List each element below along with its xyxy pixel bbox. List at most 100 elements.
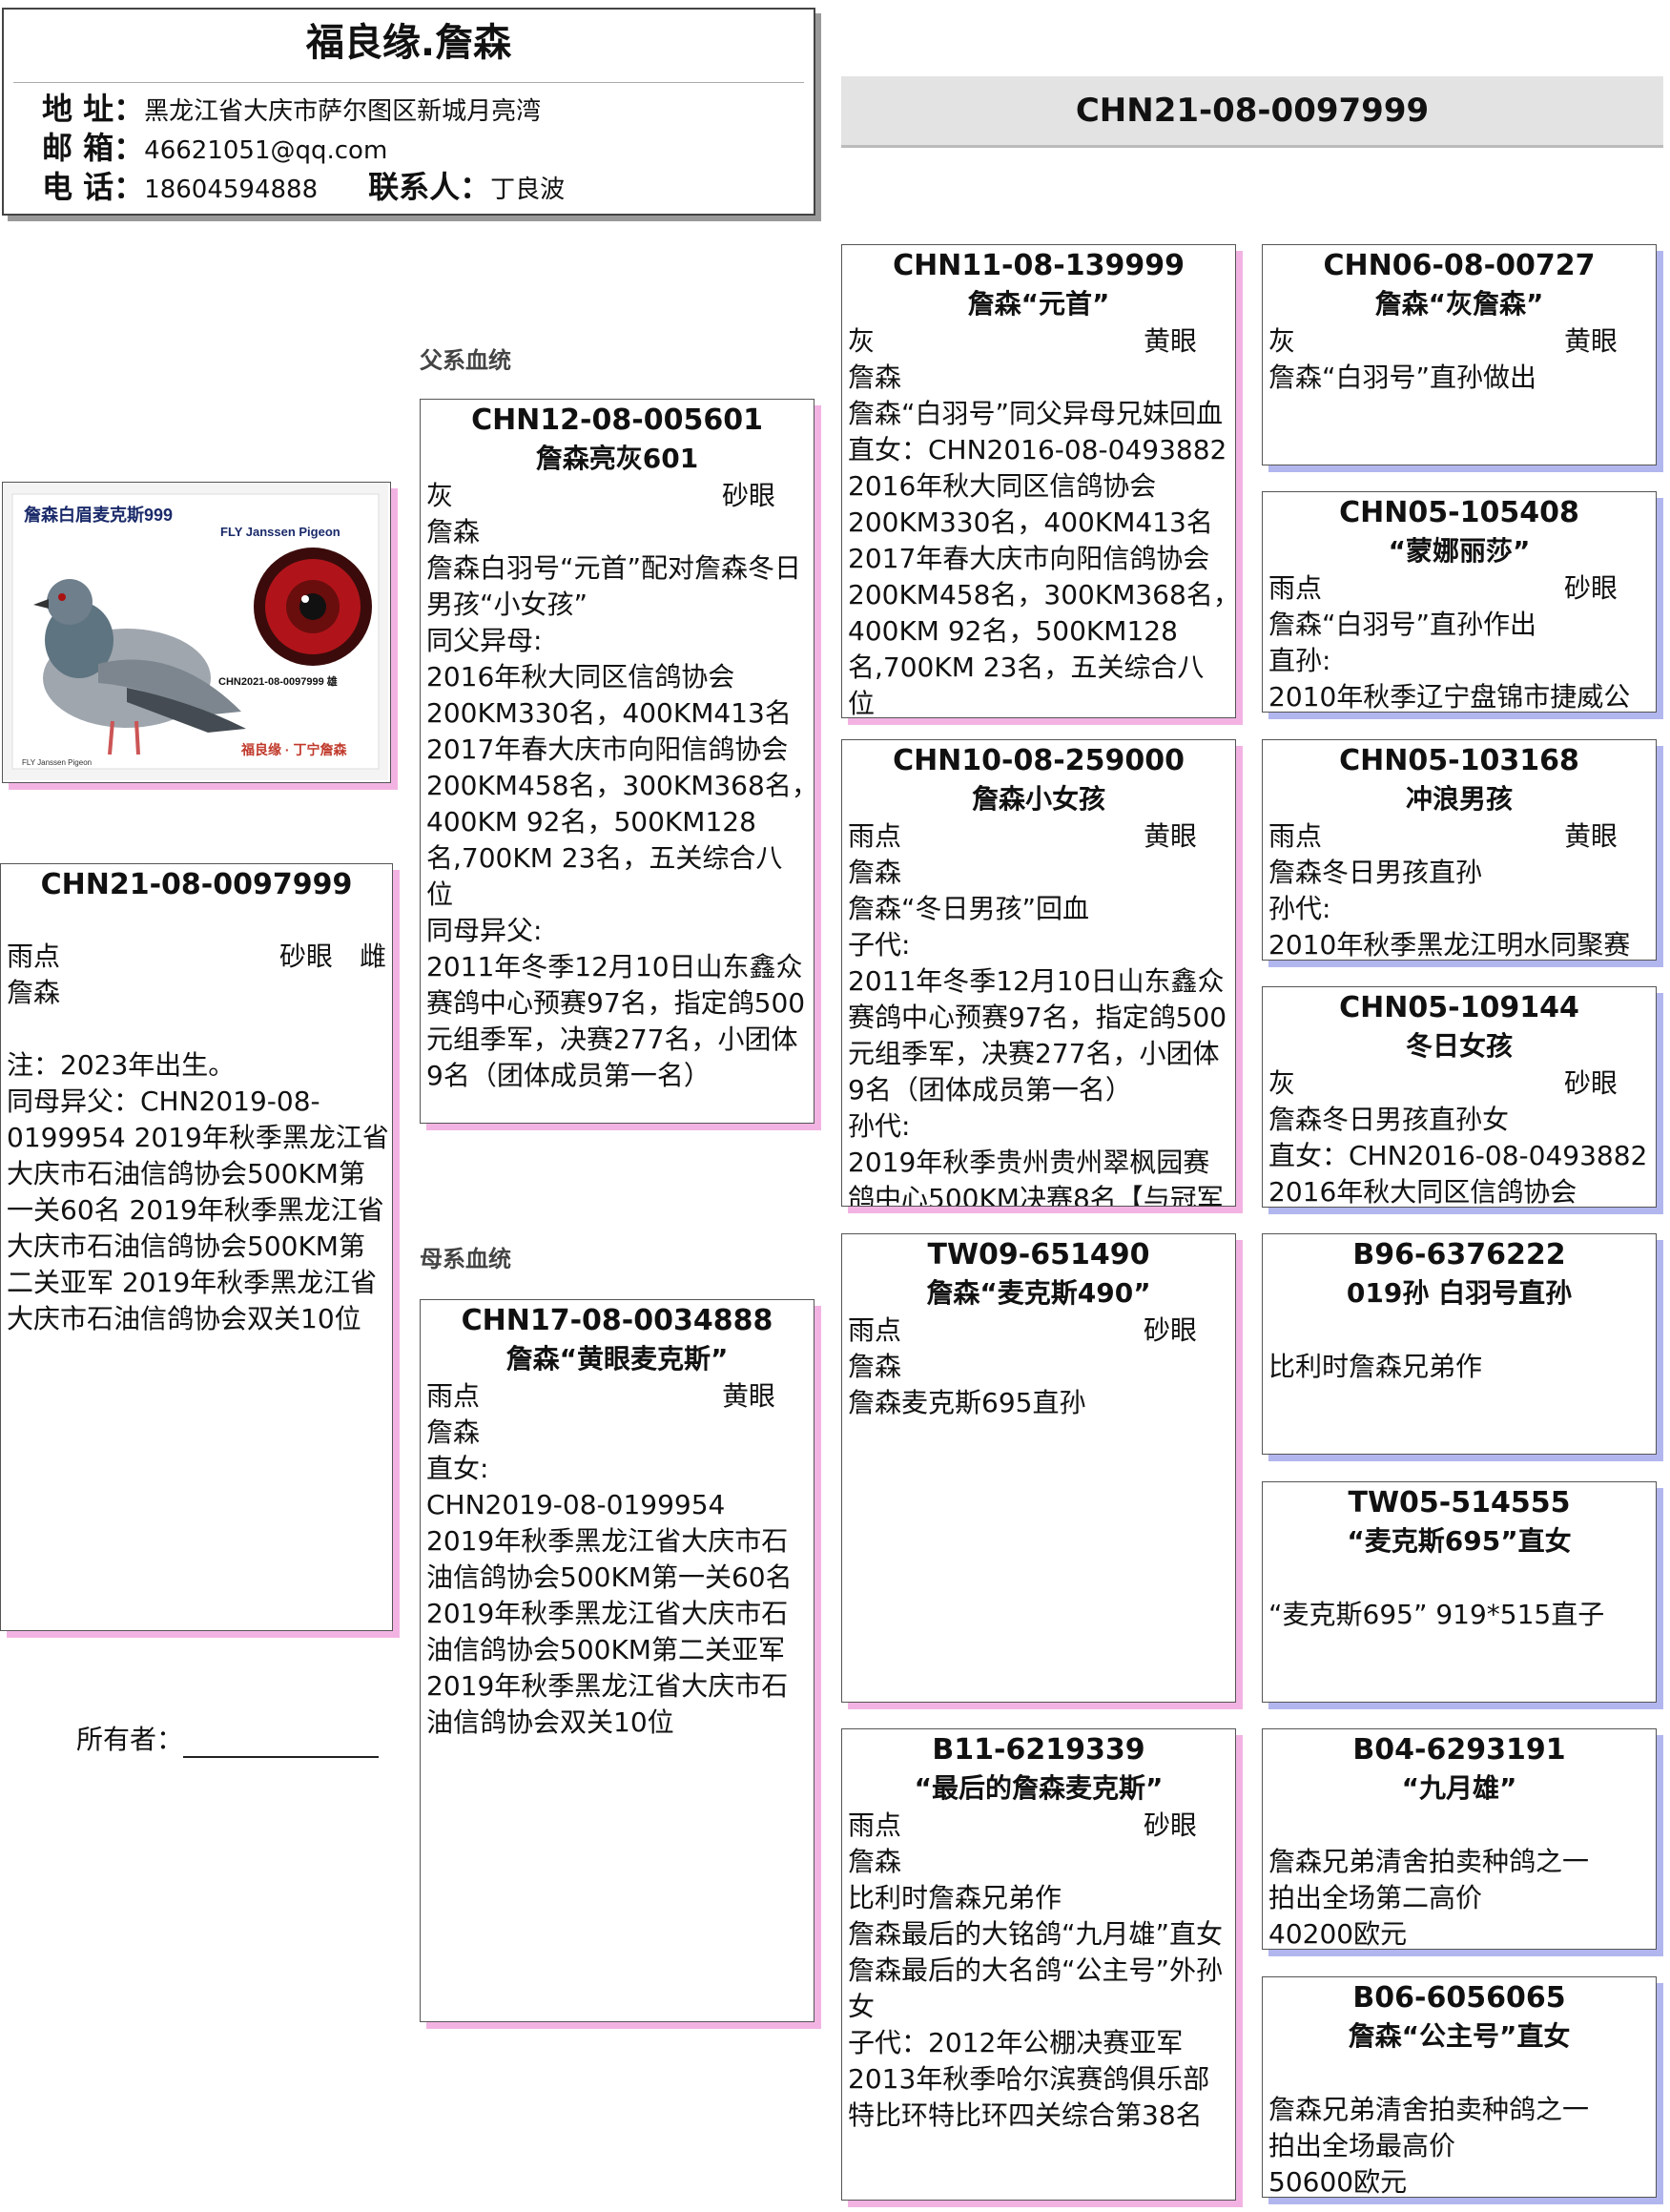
sire-card: CHN12-08-005601 詹森亮灰601 灰砂眼 詹森 詹森白羽号“元首”…: [420, 399, 814, 1124]
granddam-maternal-card: B11-6219339 “最后的詹森麦克斯” 雨点砂眼 詹森 比利时詹森兄弟作 …: [841, 1728, 1236, 2201]
ggp5-line: 比利时詹森兄弟作: [1268, 1351, 1483, 1382]
ggp2-name: “蒙娜丽莎”: [1388, 535, 1531, 567]
gp4-line: 女: [848, 1991, 876, 2022]
gp4-line: 詹森: [848, 1846, 902, 1877]
subject-card: CHN21-08-0097999 雨点 砂眼 雌 詹森 注：2023年出生。 同…: [0, 863, 393, 1631]
ggp8-line: 50600欧元: [1268, 2166, 1408, 2198]
subject-note: 0199954 2019年秋季黑龙江省: [7, 1122, 389, 1153]
owner-underline[interactable]: [183, 1729, 380, 1758]
sire-name: 詹森亮灰601: [535, 443, 699, 474]
photo-ring: CHN2021-08-0097999 雄: [218, 674, 338, 688]
dam-card: CHN17-08-0034888 詹森“黄眼麦克斯” 雨点黄眼 詹森 直女: C…: [420, 1299, 814, 2022]
contact-value: 丁良波: [490, 176, 566, 204]
gp4-line: 比利时詹森兄弟作: [848, 1882, 1062, 1913]
gp1-line: 2016年秋大同区信鸽协会: [848, 470, 1157, 502]
ggp8-name: 詹森“公主号”直女: [1348, 2020, 1571, 2052]
sire-line: 赛鸽中心预赛97名，指定鸽500: [426, 987, 806, 1019]
ggp4-name: 冬日女孩: [1405, 1030, 1513, 1062]
dam-eye: 黄眼: [721, 1380, 775, 1412]
gp4-color: 雨点: [848, 1809, 902, 1841]
ggp2-card: CHN05-105408 “蒙娜丽莎” 雨点 砂眼 詹森“白羽号”直孙作出 直孙:…: [1262, 491, 1657, 713]
grandsire-paternal-card: CHN11-08-139999 詹森“元首” 灰黄眼 詹森 詹森“白羽号”同父异…: [841, 244, 1236, 718]
subject-note: 大庆市石油信鸽协会双关10位: [7, 1303, 361, 1334]
ggp1-card: CHN06-08-00727 詹森“灰詹森” 灰黄眼 詹森“白羽号”直孙做出: [1262, 244, 1657, 465]
dam-line: 油信鸽协会500KM第一关60名: [426, 1561, 793, 1593]
ggp7-name: “九月雄”: [1401, 1772, 1517, 1804]
subject-strain: 詹森: [7, 977, 61, 1008]
sire-line: 9名（团体成员第一名）: [426, 1060, 711, 1091]
ggp2-ring: CHN05-105408: [1339, 496, 1579, 529]
header-divider: [13, 82, 804, 83]
ggp4-line: 詹森冬日男孩直孙女: [1268, 1104, 1510, 1135]
grandsire-maternal-card: TW09-651490 詹森“麦克斯490” 雨点砂眼 詹森 詹森麦克斯695直…: [841, 1233, 1236, 1703]
address-label: 地 址：: [42, 91, 145, 127]
ggp2-eye: 砂眼: [1563, 572, 1618, 604]
sire-line: 2016年秋大同区信鸽协会: [426, 661, 735, 693]
ggp4-ring: CHN05-109144: [1339, 991, 1579, 1024]
ggp4-line: 直女：CHN2016-08-0493882: [1268, 1140, 1648, 1171]
dam-line: 詹森: [426, 1416, 481, 1448]
email-label: 邮 箱：: [42, 130, 145, 166]
gp2-name: 詹森小女孩: [971, 783, 1105, 815]
breeder-title: 福良缘.詹森: [305, 21, 512, 65]
gp4-line: 詹森最后的大名鸽“公主号”外孙: [848, 1954, 1224, 1986]
ggp3-line: 孙代:: [1268, 893, 1331, 924]
dam-line: 2019年秋季黑龙江省大庆市石: [426, 1598, 789, 1629]
ggp2-line: 詹森“白羽号”直孙作出: [1268, 609, 1537, 640]
subject-note: 同母异父：CHN2019-08-: [7, 1085, 320, 1117]
subject-note: 注：2023年出生。: [7, 1049, 236, 1081]
gp1-line: 直女：CHN2016-08-0493882: [848, 434, 1227, 465]
subject-note: 一关60名 2019年秋季黑龙江省: [7, 1194, 384, 1226]
ring-banner: CHN21-08-0097999: [841, 76, 1663, 148]
ggp2-line: 直孙:: [1268, 645, 1331, 676]
address-row: 地 址：黑龙江省大庆市萨尔图区新城月亮湾: [42, 91, 814, 130]
dam-line: CHN2019-08-0199954: [426, 1489, 726, 1520]
ggp3-ring: CHN05-103168: [1339, 744, 1579, 777]
breeder-header: 福良缘.詹森 地 址：黑龙江省大庆市萨尔图区新城月亮湾 邮 箱：46621051…: [2, 8, 815, 216]
sire-line: 200KM330名，400KM413名: [426, 697, 792, 729]
photo-footer: FLY Janssen Pigeon: [22, 758, 92, 767]
pigeon-figure: [33, 579, 246, 755]
ggp3-line: 詹森冬日男孩直孙: [1268, 857, 1483, 888]
gp2-line: 子代:: [848, 929, 911, 961]
ggp7-line: 詹森兄弟清舍拍卖种鸽之一: [1268, 1846, 1590, 1877]
ggp3-card: CHN05-103168 冲浪男孩 雨点黄眼 詹森冬日男孩直孙 孙代: 2010…: [1262, 739, 1657, 961]
sire-line: 2011年冬季12月10日山东鑫众: [426, 951, 803, 982]
gp1-ring: CHN11-08-139999: [893, 249, 1185, 282]
sire-line: 400KM 92名，500KM128: [426, 806, 756, 837]
ggp3-eye: 黄眼: [1563, 820, 1618, 852]
gp4-line: 詹森最后的大铭鸽“九月雄”直女: [848, 1918, 1224, 1950]
ggp2-color: 雨点: [1268, 572, 1323, 604]
gp1-line: 400KM 92名，500KM128: [848, 615, 1178, 647]
dam-line: 直女:: [426, 1453, 489, 1484]
ggp5-name: 019孙 白羽号直孙: [1346, 1277, 1573, 1309]
email-value[interactable]: 46621051@qq.com: [144, 136, 388, 165]
sire-line: 男孩“小女孩”: [426, 589, 588, 620]
sire-line: 詹森: [426, 516, 481, 548]
mother-line-label: 母系血统: [420, 1246, 511, 1272]
gp2-line: 鸽中心500KM决赛8名【与冠军: [848, 1183, 1224, 1207]
ggp7-ring: B04-6293191: [1352, 1733, 1566, 1767]
sire-line: 同父异母:: [426, 625, 543, 656]
ggp4-card: CHN05-109144 冬日女孩 灰砂眼 詹森冬日男孩直孙女 直女：CHN20…: [1262, 986, 1657, 1208]
gp2-line: 詹森“冬日男孩”回血: [848, 893, 1090, 924]
gp2-line: 2011年冬季12月10日山东鑫众: [848, 965, 1225, 997]
gp2-line: 詹森: [848, 857, 902, 888]
gp1-eye: 黄眼: [1143, 325, 1197, 357]
sire-line: 名,700KM 23名，五关综合八: [426, 842, 783, 874]
pigeon-photo: 詹森白眉麦克斯999 FLY Janssen Pigeon CHN2021-08…: [2, 482, 391, 783]
gp3-line: 詹森麦克斯695直孙: [848, 1387, 1086, 1418]
ggp6-name: “麦克斯695”直女: [1347, 1525, 1572, 1557]
owner-field[interactable]: 所有者：: [76, 1722, 380, 1758]
ggp3-name: 冲浪男孩: [1405, 783, 1513, 815]
father-line-label: 父系血统: [420, 347, 511, 374]
subject-ring: CHN21-08-0097999: [40, 868, 353, 901]
pigeon-photo-image: 詹森白眉麦克斯999 FLY Janssen Pigeon CHN2021-08…: [3, 483, 388, 780]
gp1-line: 2017年春大庆市向阳信鸽协会: [848, 543, 1210, 574]
dam-color: 雨点: [426, 1380, 481, 1412]
banner-ring-number: CHN21-08-0097999: [1075, 92, 1430, 130]
sire-eye: 砂眼: [721, 480, 775, 511]
ggp1-name: 詹森“灰詹森”: [1374, 288, 1544, 320]
photo-subtitle: FLY Janssen Pigeon: [220, 525, 340, 539]
